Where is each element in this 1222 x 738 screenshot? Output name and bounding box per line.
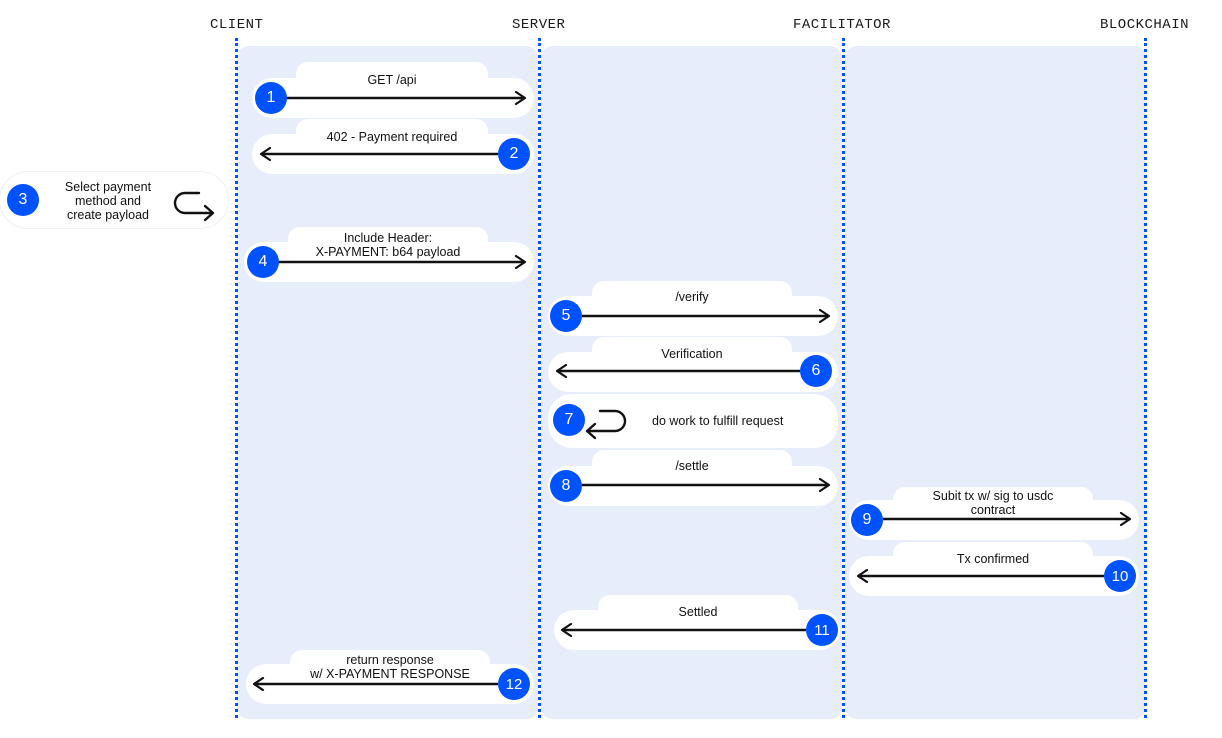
step-badge-4: 4 (247, 246, 279, 278)
message-label: 402 - Payment required (326, 130, 458, 144)
select-payment-line3: create payload (66, 208, 149, 222)
facilitator-lifeline (842, 38, 845, 718)
message-label: /settle (675, 459, 709, 473)
step-badge-6: 6 (800, 355, 832, 387)
step-badge-11: 11 (806, 614, 838, 646)
message-label: GET /api (367, 73, 417, 87)
client-lifeline (235, 38, 238, 718)
step-badge-1: 1 (255, 82, 287, 114)
message-label: Include Header: X-PAYMENT: b64 payload (270, 231, 506, 259)
include-header-line2: X-PAYMENT: b64 payload (315, 245, 461, 259)
loop-arrow-step-3 (173, 191, 214, 215)
message-label: /verify (675, 290, 709, 304)
include-header-line1: Include Header: (343, 231, 433, 245)
select-payment-text: Select payment method and create payload (50, 180, 166, 222)
step-badge-5: 5 (550, 300, 582, 332)
message-label: return response w/ X-PAYMENT RESPONSE (270, 653, 510, 681)
step-badge-9: 9 (851, 504, 883, 536)
return-response-line2: w/ X-PAYMENT RESPONSE (310, 667, 470, 681)
lane-header-server: SERVER (512, 17, 566, 33)
step-badge-7: 7 (553, 404, 585, 436)
message-label: Tx confirmed (956, 552, 1030, 566)
step-badge-12: 12 (498, 668, 530, 700)
lane-header-facilitator: FACILITATOR (793, 17, 891, 33)
lane-header-blockchain: BLOCKCHAIN (1100, 17, 1190, 33)
select-payment-line2: method and (74, 194, 142, 208)
submit-tx-line1: Subit tx w/ sig to usdc (932, 489, 1054, 503)
loop-arrow-step-7 (586, 409, 627, 433)
submit-tx-line2: contract (970, 503, 1016, 517)
step-badge-2: 2 (498, 138, 530, 170)
blockchain-lifeline (1144, 38, 1147, 718)
select-payment-line1: Select payment (64, 180, 152, 194)
message-label: Verification (661, 347, 723, 361)
facilitator-blockchain-panel (845, 46, 1146, 719)
server-lifeline (538, 38, 541, 718)
do-work-text: do work to fulfill request (652, 414, 784, 428)
step-badge-10: 10 (1104, 560, 1136, 592)
message-label: Settled (678, 605, 718, 619)
step-badge-3: 3 (7, 184, 39, 216)
step-badge-8: 8 (550, 470, 582, 502)
lane-header-client: CLIENT (210, 17, 264, 33)
return-response-line1: return response (346, 653, 434, 667)
message-label: Subit tx w/ sig to usdc contract (893, 489, 1093, 517)
